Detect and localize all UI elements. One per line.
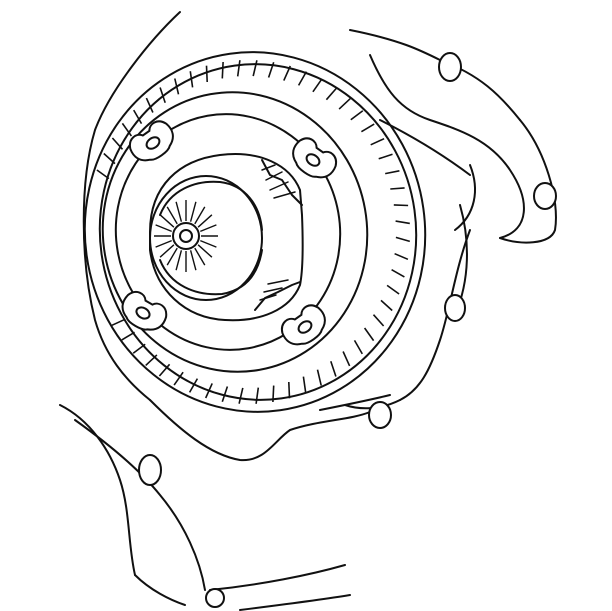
lugs: [121, 120, 338, 346]
gear-tooth: [121, 331, 136, 341]
hub-spline: [189, 250, 197, 271]
hub-spline: [194, 206, 206, 225]
gear-tooth: [111, 137, 124, 150]
sprocket-rim: [101, 91, 369, 373]
gear-tooth: [96, 169, 110, 180]
mounting-hole: [444, 294, 466, 322]
lug-bottom-left: [121, 290, 168, 331]
lug-top-right: [292, 137, 338, 179]
hub-spline: [189, 201, 197, 222]
bolt-center: [179, 229, 193, 243]
lug-top-left: [128, 120, 174, 162]
gear-tooth: [288, 381, 291, 399]
mounting-hole: [438, 52, 462, 82]
gear-tooth: [325, 87, 338, 101]
gear-tooth: [390, 187, 405, 190]
hub-spline: [155, 224, 172, 233]
mounting-holes: [138, 52, 557, 608]
gear-tooth: [380, 299, 393, 312]
hub-spline: [166, 206, 178, 225]
hub-splines: [154, 200, 218, 272]
mounting-hole: [368, 401, 392, 429]
gear-tooth: [121, 122, 133, 137]
hub-spline: [200, 239, 217, 248]
shaft-housing: [149, 175, 263, 301]
gear-tooth: [267, 61, 275, 78]
center-bolt: [172, 222, 200, 250]
bolt-head: [172, 222, 200, 250]
gear-tooth: [394, 252, 409, 261]
hub-spline: [194, 247, 206, 266]
shaft-outer: [149, 175, 263, 301]
hub-spline: [200, 224, 217, 233]
gear-tooth: [145, 97, 154, 113]
gear-tooth: [350, 110, 364, 121]
gear-tooth: [158, 363, 171, 377]
gear-tooth: [386, 284, 400, 295]
hub-housing: [149, 153, 304, 322]
gear-tooth: [330, 361, 337, 377]
gear-tooth: [188, 378, 199, 393]
gear-tooth: [378, 153, 393, 160]
gear-tooth: [133, 109, 143, 125]
sprocket-face: [101, 91, 369, 373]
hub-spline: [155, 239, 172, 248]
gear-tooth: [221, 386, 229, 403]
gear-tooth: [302, 376, 307, 393]
hub-spline: [166, 247, 178, 266]
gear-tooth: [204, 383, 213, 399]
gear-tooth: [283, 65, 292, 81]
gear-tooth: [338, 98, 351, 110]
mounting-hole: [205, 588, 225, 608]
gear-tooth: [395, 236, 411, 243]
gear-tooth: [173, 371, 184, 386]
gear-tooth: [363, 327, 375, 342]
gear-tooth: [145, 354, 158, 366]
sprocket-inner-rim: [114, 113, 342, 351]
gear-tooth: [159, 87, 166, 103]
gear-tooth: [312, 78, 323, 93]
gear-tooth: [205, 65, 208, 83]
gear-tooth: [221, 61, 224, 79]
mounting-hole: [533, 182, 557, 210]
gear-tooth: [252, 60, 258, 77]
gear-tooth: [132, 343, 146, 354]
gear-tooth: [297, 71, 308, 86]
hub-spline: [197, 244, 213, 258]
gear-tooth: [393, 204, 409, 207]
gear-tooth: [391, 269, 405, 278]
flange-rings: [83, 51, 427, 413]
gear-tooth: [238, 387, 244, 404]
gear-tooth: [255, 387, 260, 404]
gear-tooth: [353, 339, 363, 355]
gear-tooth: [385, 170, 400, 175]
hub-spline: [175, 250, 183, 271]
gear-tooth: [342, 351, 351, 367]
hub-spline: [159, 244, 175, 258]
gear-tooth: [272, 385, 275, 403]
gear-tooth: [236, 60, 241, 77]
gear-tooth: [316, 369, 322, 386]
hub-spline: [197, 214, 213, 228]
gear-tooth: [174, 78, 180, 95]
gear-tooth: [111, 318, 126, 327]
sprocket-teeth: [96, 60, 411, 404]
lug-bottom-right: [280, 304, 326, 346]
flange-inner-ring: [98, 63, 418, 401]
gear-tooth: [370, 137, 385, 146]
gear-tooth: [360, 123, 375, 133]
hub-spline: [175, 201, 183, 222]
mounting-hole: [138, 454, 162, 486]
gear-tooth: [395, 220, 410, 225]
gear-tooth: [372, 314, 385, 327]
hub-spline: [159, 214, 175, 228]
gear-tooth: [189, 71, 194, 88]
gear-tooth: [103, 152, 116, 165]
flange-outer-ring: [83, 51, 427, 413]
spline-detail: [259, 164, 296, 301]
